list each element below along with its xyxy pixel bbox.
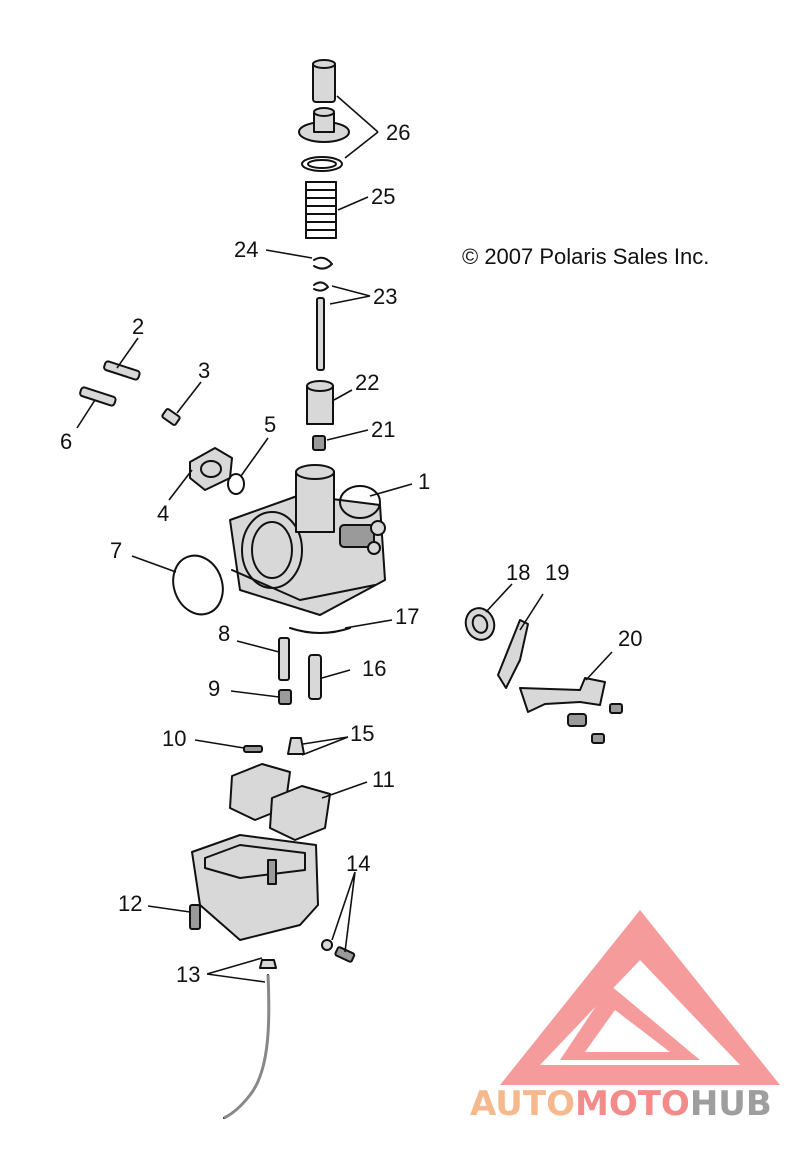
callout-12: 12	[118, 891, 142, 916]
callout-1: 1	[418, 469, 430, 494]
part-12-drain-screw	[189, 904, 201, 930]
callout-15: 15	[350, 721, 374, 746]
watermark-hub: HUB	[690, 1084, 772, 1124]
callout-25: 25	[371, 184, 395, 209]
part-13-hose	[223, 959, 277, 1120]
part-26-cap-assembly	[298, 59, 350, 172]
callout-6: 6	[60, 429, 72, 454]
callout-4: 4	[157, 501, 169, 526]
part-21-jet	[312, 435, 326, 451]
callout-16: 16	[362, 656, 386, 681]
part-10-pin	[243, 745, 263, 753]
part-19-throttle-lever	[497, 619, 529, 689]
part-23-needle	[313, 281, 329, 371]
callout-17: 17	[395, 604, 419, 629]
part-7-gasket-ring	[172, 554, 224, 616]
callout-5: 5	[264, 412, 276, 437]
part-9-main-jet	[278, 689, 292, 705]
part-20-cable-bracket	[519, 677, 623, 744]
callout-10: 10	[162, 726, 186, 751]
part-14-screw	[321, 939, 356, 963]
callout-24: 24	[234, 237, 258, 262]
callout-21: 21	[371, 417, 395, 442]
callout-19: 19	[545, 560, 569, 585]
part-18-return-spring	[464, 607, 496, 641]
part-8-needle-jet	[278, 637, 290, 681]
part-15-float-needle	[287, 737, 305, 755]
callout-7: 7	[110, 538, 122, 563]
callout-26: 26	[386, 120, 410, 145]
watermark-text: AUTOMOTOHUB	[470, 1084, 772, 1124]
part-17-gasket	[289, 627, 351, 634]
part-2-screw	[103, 360, 141, 381]
callout-14: 14	[346, 851, 370, 876]
callout-3: 3	[198, 358, 210, 383]
part-6-screw	[79, 386, 117, 407]
watermark-logo	[500, 910, 780, 1085]
callout-2: 2	[132, 314, 144, 339]
copyright-notice: © 2007 Polaris Sales Inc.	[462, 244, 709, 269]
callout-22: 22	[355, 370, 379, 395]
watermark-auto: AUTO	[470, 1084, 575, 1124]
part-22-throttle-slide	[306, 380, 334, 425]
callout-9: 9	[208, 676, 220, 701]
leader-lines	[76, 95, 613, 983]
part-25-spring	[305, 181, 337, 239]
callout-8: 8	[218, 621, 230, 646]
part-24-clip	[313, 256, 333, 270]
part-3-screw	[161, 408, 181, 426]
part-4-flange	[189, 447, 233, 491]
callout-23: 23	[373, 284, 397, 309]
part-16-pilot-jet	[308, 654, 322, 700]
part-1-carburetor-body	[229, 464, 386, 616]
part-11-floats	[229, 763, 331, 841]
part-5-o-ring	[227, 473, 245, 495]
part-float-bowl	[191, 834, 319, 941]
callout-numbers: 1 2 3 4 5 6 7 8 9 10 11 12 13 14 15 16 1…	[60, 120, 642, 987]
callout-18: 18	[506, 560, 530, 585]
callout-13: 13	[176, 962, 200, 987]
callout-11: 11	[372, 767, 395, 792]
callout-20: 20	[618, 626, 642, 651]
watermark-moto: MOTO	[575, 1084, 690, 1124]
